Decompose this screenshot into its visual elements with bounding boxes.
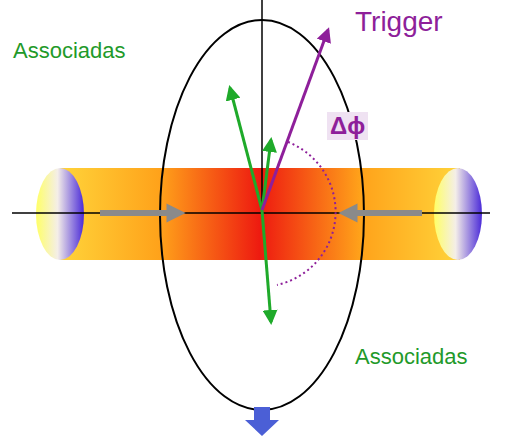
delta-phi-arc bbox=[277, 142, 336, 285]
associated-track bbox=[230, 88, 262, 210]
medium-cylinder bbox=[60, 168, 460, 260]
trigger-track bbox=[262, 30, 328, 210]
beam-cap bbox=[434, 168, 482, 260]
trigger-label: Trigger bbox=[352, 6, 446, 39]
associated-track bbox=[262, 210, 271, 322]
down-arrow bbox=[245, 407, 279, 436]
associated-label: Associadas bbox=[352, 344, 471, 370]
beam-arrow bbox=[346, 210, 422, 216]
vertical-axis bbox=[261, 0, 263, 212]
delta-phi-label: Δϕ bbox=[327, 112, 368, 140]
beam-axis bbox=[12, 212, 490, 214]
transverse-plane bbox=[160, 20, 364, 410]
beam-arrow bbox=[100, 210, 178, 216]
beam-cap bbox=[36, 168, 84, 260]
associated-label: Associadas bbox=[10, 38, 129, 64]
